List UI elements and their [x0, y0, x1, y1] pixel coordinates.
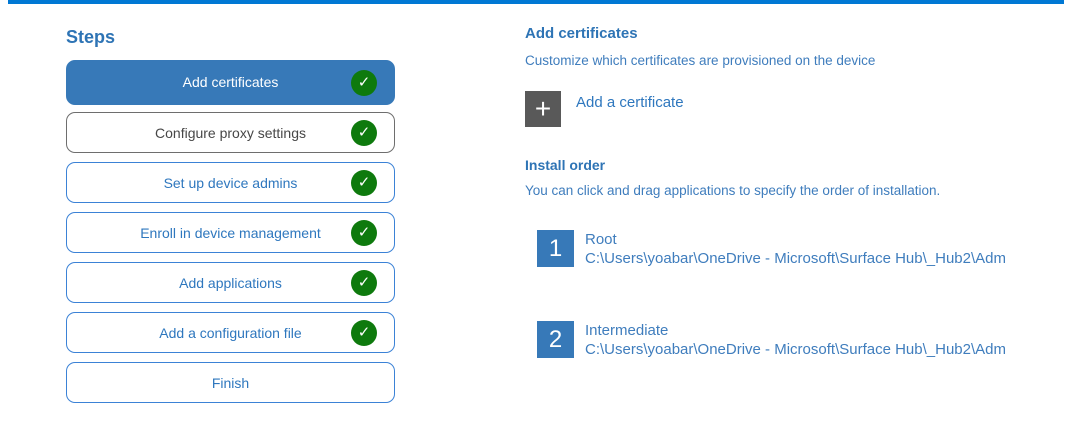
plus-icon: +: [525, 91, 561, 127]
add-certificate-label: Add a certificate: [576, 94, 684, 111]
order-number-badge: 2: [537, 321, 574, 358]
step-label: Add applications: [179, 274, 282, 291]
certificate-text: Root C:\Users\yoabar\OneDrive - Microsof…: [585, 230, 1006, 268]
step-label: Add a configuration file: [159, 324, 302, 341]
certificate-name: Intermediate: [585, 322, 669, 339]
top-accent-bar: [8, 0, 1064, 4]
step-button-add-applications[interactable]: Add applications ✓: [66, 262, 395, 303]
step-button-enroll-in-device-management[interactable]: Enroll in device management ✓: [66, 212, 395, 253]
certificate-text: Intermediate C:\Users\yoabar\OneDrive - …: [585, 321, 1006, 359]
certificate-name: Root: [585, 231, 617, 248]
step-label: Add certificates: [182, 74, 279, 90]
add-certificate-button[interactable]: + Add a certificate: [525, 91, 684, 127]
check-icon: ✓: [351, 269, 377, 296]
section-title: Add certificates: [525, 25, 638, 42]
check-icon: ✓: [351, 319, 377, 346]
steps-list: Add certificates ✓ Configure proxy setti…: [66, 60, 395, 403]
step-button-add-a-configuration-file[interactable]: Add a configuration file ✓: [66, 312, 395, 353]
order-number-badge: 1: [537, 230, 574, 267]
step-button-finish[interactable]: Finish ✓: [66, 362, 395, 403]
content-panel: Add certificates Customize which certifi…: [525, 24, 1045, 412]
certificate-path: C:\Users\yoabar\OneDrive - Microsoft\Sur…: [585, 250, 1006, 267]
step-label: Configure proxy settings: [155, 124, 306, 141]
install-order-item-root[interactable]: 1 Root C:\Users\yoabar\OneDrive - Micros…: [537, 230, 1045, 268]
step-label: Set up device admins: [163, 174, 298, 191]
steps-title: Steps: [66, 27, 116, 47]
install-order-item-intermediate[interactable]: 2 Intermediate C:\Users\yoabar\OneDrive …: [537, 321, 1045, 359]
step-button-add-certificates[interactable]: Add certificates ✓: [66, 60, 395, 105]
check-icon: ✓: [351, 119, 377, 146]
steps-panel: Steps Add certificates ✓ Configure proxy…: [66, 27, 395, 412]
check-icon: ✓: [351, 219, 377, 246]
install-order-title: Install order: [525, 157, 606, 173]
section-description: Customize which certificates are provisi…: [525, 53, 876, 68]
step-button-configure-proxy-settings[interactable]: Configure proxy settings ✓: [66, 112, 395, 153]
step-label: Finish: [211, 374, 250, 391]
check-icon: ✓: [351, 169, 377, 196]
certificate-path: C:\Users\yoabar\OneDrive - Microsoft\Sur…: [585, 341, 1006, 358]
step-button-set-up-device-admins[interactable]: Set up device admins ✓: [66, 162, 395, 203]
install-order-list: 1 Root C:\Users\yoabar\OneDrive - Micros…: [537, 230, 1045, 359]
check-icon: ✓: [351, 69, 377, 96]
step-label: Enroll in device management: [140, 224, 321, 241]
install-order-description: You can click and drag applications to s…: [525, 183, 941, 198]
